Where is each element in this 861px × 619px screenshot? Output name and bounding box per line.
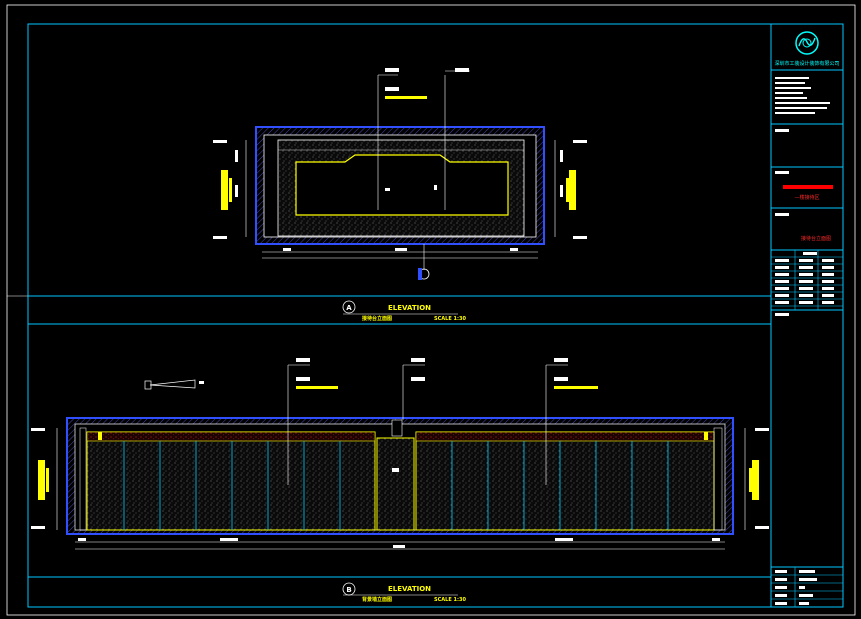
center-column <box>376 437 415 531</box>
left-cornice-strip <box>86 431 376 442</box>
sheet-title: 接待台立面图 <box>801 235 831 242</box>
elevation-b-bottom-dimensions <box>75 538 725 550</box>
elevation-a-marker: A <box>346 304 352 312</box>
right-height-dimensions <box>554 140 587 239</box>
elevation-b-drawing <box>31 358 769 550</box>
left-wall-panel-group <box>86 431 376 531</box>
right-cornice-strip <box>415 431 715 442</box>
elevation-a-scale: SCALE 1:30 <box>434 316 466 322</box>
counter-front-panel <box>295 154 509 216</box>
elevation-b-right-dimensions <box>744 428 769 530</box>
bottom-width-dimensions <box>262 244 538 280</box>
elevation-b-title-block: B ELEVATION 背景墙立面图 SCALE 1:30 <box>342 582 466 603</box>
firm-logo-icon <box>795 31 819 55</box>
project-name-bar <box>783 185 833 189</box>
company-info-lines <box>775 77 830 216</box>
sheet-frame <box>6 4 856 616</box>
elevation-b-left-dimensions <box>31 428 58 530</box>
elevation-b-marker: B <box>346 586 351 594</box>
right-wall-panel-group <box>415 431 715 531</box>
elevation-b-scale: SCALE 1:30 <box>434 597 466 603</box>
elevation-b-title: ELEVATION <box>388 585 431 593</box>
left-height-dimensions <box>213 140 247 239</box>
elevation-a-drawing <box>213 68 587 280</box>
revision-table <box>771 250 843 310</box>
panel-joint-lines <box>123 441 669 530</box>
project-name: —楼接待区 <box>794 194 819 201</box>
elevation-a-subtitle: 接待台立面图 <box>361 315 392 322</box>
sheet-number-table <box>771 567 843 607</box>
section-arrow-icon <box>144 379 204 390</box>
elevation-a-title-block: A ELEVATION 接待台立面图 SCALE 1:30 <box>342 300 466 322</box>
title-block: 深圳市工装设计装饰有限公司 —楼接待区 接待台立面图 <box>771 31 843 607</box>
elevation-a-title: ELEVATION <box>388 304 431 312</box>
firm-name: 深圳市工装设计装饰有限公司 <box>774 60 839 67</box>
elevation-b-subtitle: 背景墙立面图 <box>362 596 392 603</box>
